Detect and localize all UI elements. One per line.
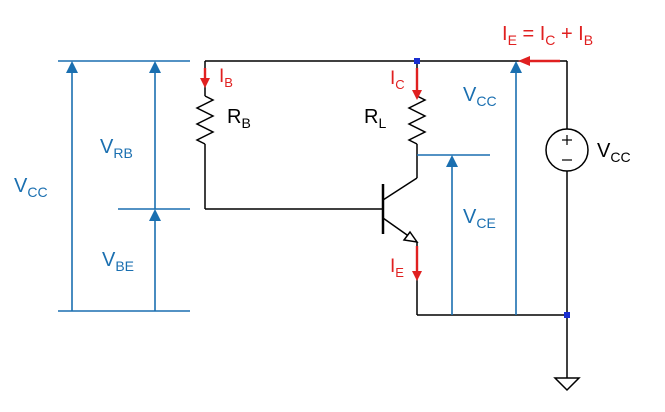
voltage-lines [58, 60, 517, 315]
current-arrows [203, 59, 560, 272]
ib-arrow-icon [200, 78, 210, 88]
top-node [414, 58, 420, 64]
ic-arrow-icon [412, 90, 422, 100]
vcc-mid-label: VCC [463, 84, 497, 109]
ic-label: IC [390, 68, 405, 92]
ie-arrow-icon [412, 271, 422, 281]
ie-equation-label: IE = IC + IB [502, 23, 593, 48]
vcc-left-arrow-icon [66, 61, 78, 73]
rb-resistor [195, 95, 215, 145]
bottom-node [564, 312, 570, 318]
vrb-label: VRB [100, 136, 133, 161]
rl-label: RL [364, 106, 386, 131]
vbe-label: VBE [102, 249, 134, 274]
rb-label: RB [227, 106, 251, 131]
ib-label: IB [219, 66, 233, 90]
ground-icon [553, 377, 581, 392]
vcc-source-label: VCC [597, 140, 631, 165]
circuit-wires [195, 60, 589, 392]
vcc-mid-arrow-icon [510, 61, 522, 73]
vce-label: VCE [463, 206, 496, 231]
current-arrowheads [200, 56, 530, 281]
voltage-arrowheads [66, 61, 522, 221]
vrb-arrow-icon [149, 61, 161, 73]
ie-total-arrow-icon [518, 56, 530, 66]
emitter-arrowhead-icon [402, 230, 419, 244]
rl-resistor [407, 95, 427, 145]
vcc-left-label: VCC [14, 175, 48, 200]
vbe-arrow-icon [149, 209, 161, 221]
ie-label: IE [390, 256, 404, 280]
vce-arrow-icon [446, 155, 458, 167]
transistor-collector-lead [382, 177, 418, 201]
